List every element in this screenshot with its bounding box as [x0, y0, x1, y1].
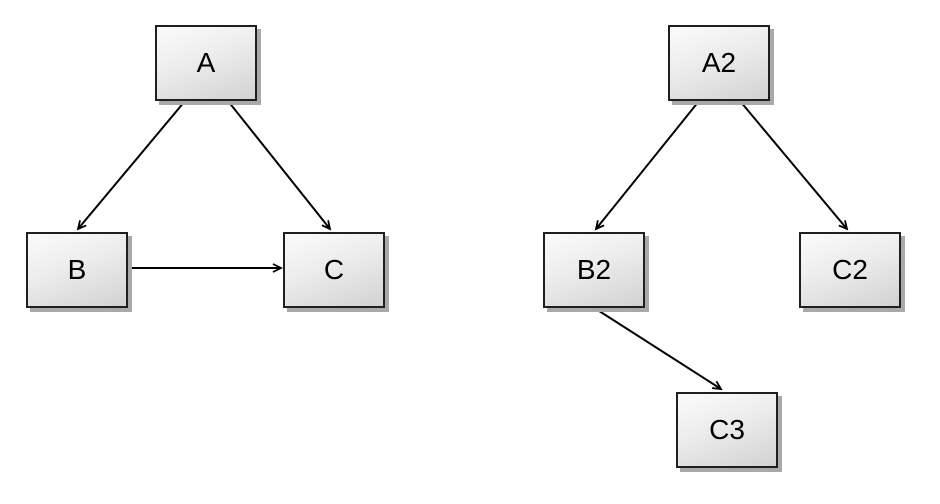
node-B: B [26, 232, 128, 308]
edge-A2-C2 [739, 100, 849, 231]
node-C2-label: C2 [832, 254, 868, 285]
edge-A-C [227, 100, 332, 231]
node-B2: B2 [543, 232, 645, 308]
node-C3: C3 [676, 392, 778, 468]
node-A2: A2 [668, 25, 770, 101]
node-A2-label: A2 [701, 47, 737, 78]
edge-B2-C3 [595, 308, 723, 391]
edge-A2-B2 [594, 100, 700, 231]
node-C3-label: C3 [709, 414, 745, 445]
node-C-label: C [323, 254, 345, 285]
node-B-label: B [67, 254, 87, 285]
node-A: A [155, 25, 257, 101]
node-B2-label: B2 [576, 254, 612, 285]
node-C2: C2 [799, 232, 901, 308]
edge-A-B [76, 100, 186, 231]
node-A-label: A [196, 47, 216, 78]
node-C: C [283, 232, 385, 308]
